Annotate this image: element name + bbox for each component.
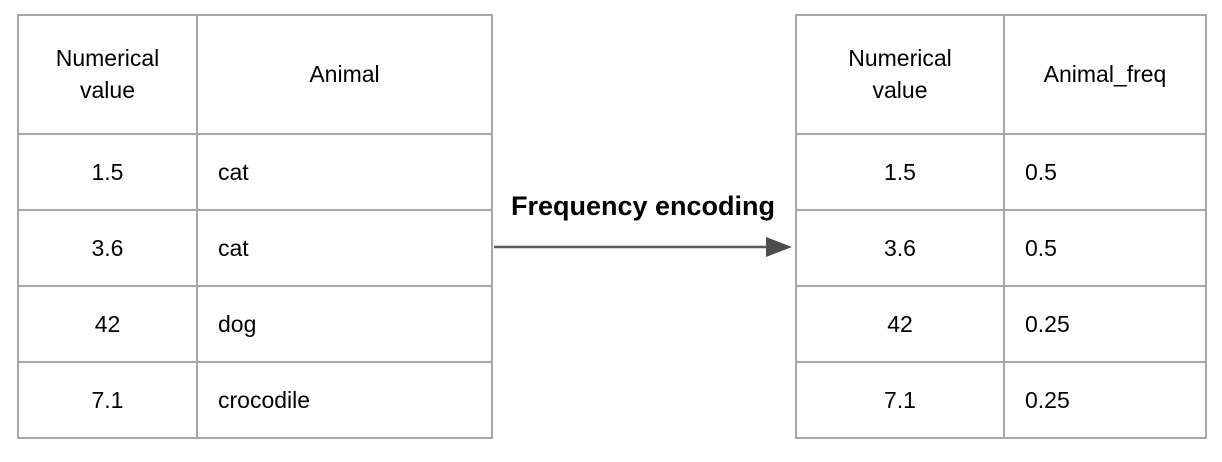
table-cell: 0.25 xyxy=(1003,361,1207,439)
table-cell: 0.5 xyxy=(1003,209,1207,287)
table-cell: 42 xyxy=(795,285,1005,363)
table-cell: 3.6 xyxy=(795,209,1005,287)
original-table-header: Numerical value Animal xyxy=(17,14,493,135)
header-numerical-value: Numerical value xyxy=(17,14,198,135)
encoded-table-header: Numerical value Animal_freq xyxy=(795,14,1207,135)
table-cell: 1.5 xyxy=(17,133,198,211)
table-cell: crocodile xyxy=(196,361,493,439)
table-cell: 3.6 xyxy=(17,209,198,287)
table-cell: 1.5 xyxy=(795,133,1005,211)
table-header-row: Numerical value Animal xyxy=(17,14,493,135)
table-header-row: Numerical value Animal_freq xyxy=(795,14,1207,135)
header-animal-freq: Animal_freq xyxy=(1003,14,1207,135)
table-cell: cat xyxy=(196,209,493,287)
table-cell: dog xyxy=(196,285,493,363)
transformation-label: Frequency encoding xyxy=(510,191,776,221)
table-cell: cat xyxy=(196,133,493,211)
table-cell: 0.5 xyxy=(1003,133,1207,211)
table-cell: 7.1 xyxy=(17,361,198,439)
header-animal: Animal xyxy=(196,14,493,135)
right-arrow-icon xyxy=(494,237,792,257)
table-cell: 0.25 xyxy=(1003,285,1207,363)
header-numerical-value: Numerical value xyxy=(795,14,1005,135)
table-cell: 7.1 xyxy=(795,361,1005,439)
table-cell: 42 xyxy=(17,285,198,363)
